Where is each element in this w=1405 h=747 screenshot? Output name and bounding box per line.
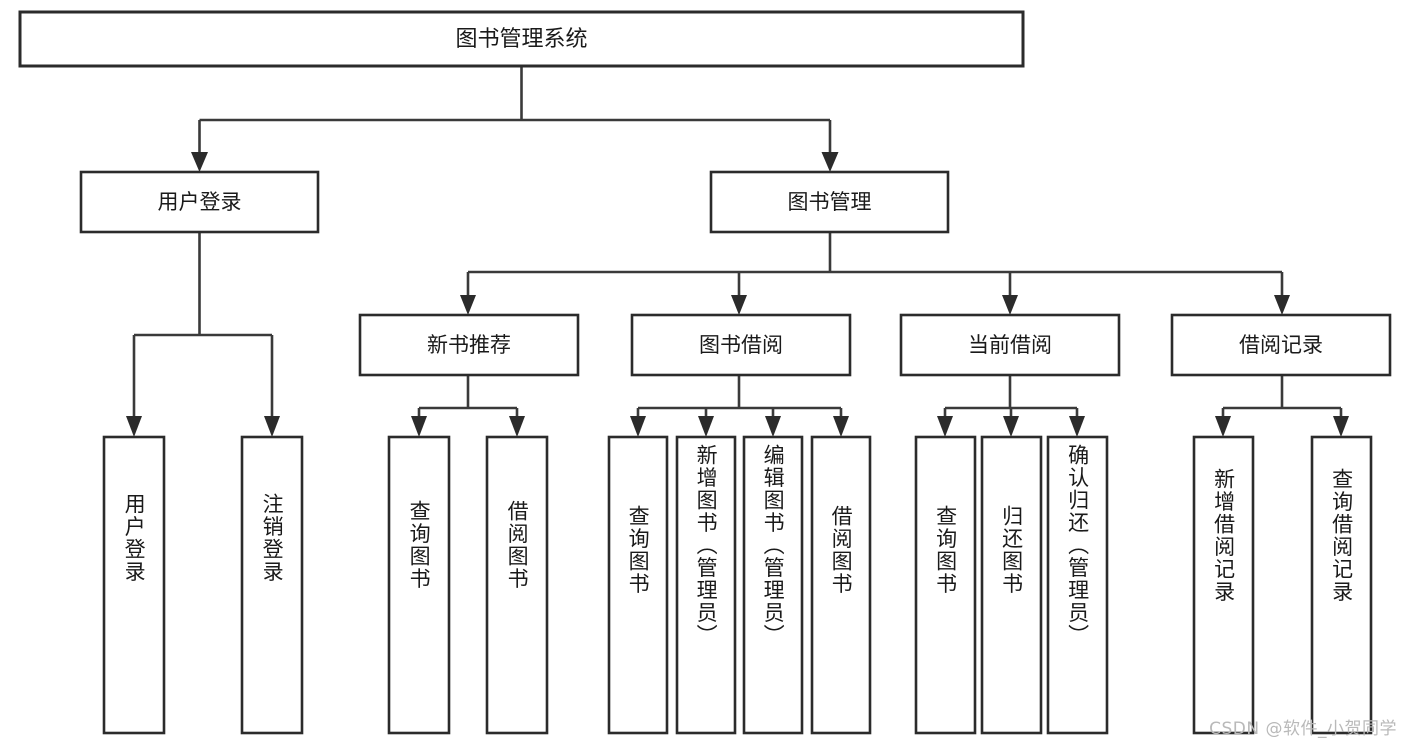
node-leaf-add-borrow-record[interactable] [1192,435,1255,735]
node-leaf-query-book-current[interactable] [914,435,977,735]
node-user-login-label: 用户登录 [158,190,242,214]
arrow-head-current-borrow [1002,295,1018,315]
connector-group-book-borrow [630,375,849,437]
connector-group-root [191,66,839,172]
arrow-head-leaf-user-login [126,416,142,437]
node-root-system[interactable] [18,10,1025,68]
node-leaf-confirm-return-admin[interactable] [1046,435,1109,735]
node-book-management[interactable] [709,170,950,234]
node-new-book-recommend[interactable] [358,313,580,377]
node-leaf-query-book-borrow[interactable] [607,435,669,735]
arrow-head-borrow-record [1274,295,1290,315]
node-leaf-logout[interactable] [240,435,304,735]
arrow-head-leaf-return-book [1003,416,1019,437]
arrow-head-user-login [191,152,208,172]
arrow-head-leaf-query-book-2 [630,416,646,437]
node-current-borrow-label: 当前借阅 [968,333,1052,357]
arrow-head-leaf-edit-book [765,416,781,437]
arrow-head-leaf-logout [264,416,280,437]
connector-group-user-login [126,232,280,437]
arrow-head-leaf-add-record [1215,416,1231,437]
arrow-head-leaf-add-book [698,416,714,437]
node-leaf-query-borrow-record[interactable] [1310,435,1373,735]
arrow-head-new-book [460,295,476,315]
node-user-login[interactable] [79,170,320,234]
node-root-system-label: 图书管理系统 [455,27,587,52]
arrow-head-book-borrow [731,295,747,315]
connector-group-new-book [411,375,525,437]
node-leaf-borrow-book-borrow[interactable] [810,435,872,735]
connector-group-current-borrow [937,375,1085,437]
node-leaf-edit-book-admin[interactable] [742,435,804,735]
node-leaf-user-login[interactable] [102,435,166,735]
node-new-book-recommend-label: 新书推荐 [427,333,511,357]
node-book-management-label: 图书管理 [788,190,872,214]
node-leaf-return-book[interactable] [980,435,1043,735]
arrow-head-leaf-query-book-3 [937,416,953,437]
arrow-head-leaf-borrow-book-1 [509,416,525,437]
arrow-head-leaf-query-record [1333,416,1349,437]
node-book-borrow[interactable] [630,313,852,377]
node-borrow-record[interactable] [1170,313,1392,377]
node-leaf-add-book-admin[interactable] [675,435,737,735]
node-leaf-borrow-book-newbook[interactable] [485,435,549,735]
node-borrow-record-label: 借阅记录 [1239,333,1323,357]
node-current-borrow[interactable] [899,313,1121,377]
arrow-head-leaf-query-book-1 [411,416,427,437]
connector-group-book-mgmt [460,232,1290,315]
node-leaf-query-book-newbook[interactable] [387,435,451,735]
arrow-head-leaf-borrow-book-2 [833,416,849,437]
arrow-head-leaf-confirm-return [1069,416,1085,437]
node-book-borrow-label: 图书借阅 [699,333,783,357]
arrow-head-book-mgmt [821,152,839,172]
connector-group-borrow-record [1215,375,1349,437]
